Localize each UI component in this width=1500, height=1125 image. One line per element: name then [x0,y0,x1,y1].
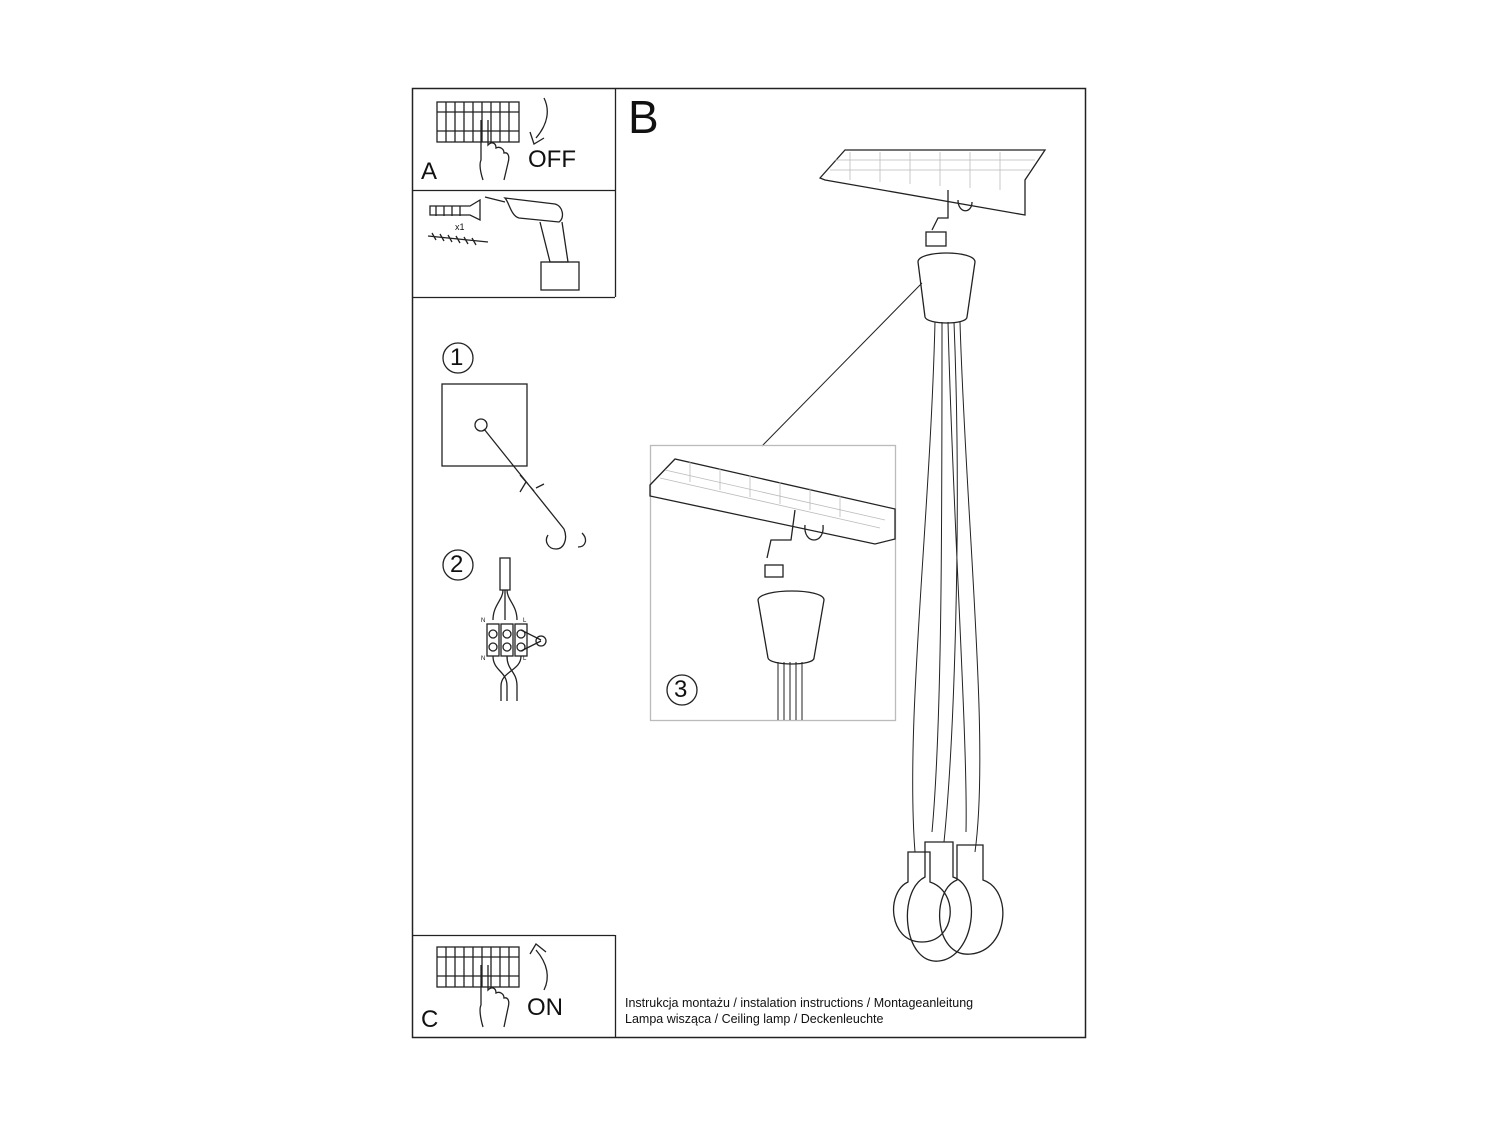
step-3-marker [666,674,698,706]
callout-line [761,282,923,447]
arrow-down-icon [529,97,548,145]
inset-cables [777,662,803,720]
wire-label: L [523,618,527,624]
drill-hole-icon [474,418,488,432]
step-2-number: 2 [450,551,464,578]
ceiling-plate-icon [818,149,1047,216]
inset-ceiling-plate-icon [649,458,896,545]
terminal-block-icon [486,557,547,701]
quantity-label: x1 [455,222,465,232]
hook-screw-icon [483,428,587,550]
wire-label: N [481,656,486,662]
hanger-clip-icon [925,231,947,247]
inset-hook-icon [766,509,824,559]
step-3-inset [649,444,897,722]
ceiling-hook-icon [931,190,973,231]
hand-icon [479,120,510,181]
cable-bundle [912,321,981,853]
wire-label: N [481,618,486,624]
inset-canopy-icon [757,590,825,665]
step-1-marker [442,342,474,374]
bulbs-icon [892,841,1004,962]
breaker-panel-icon [436,101,520,143]
wall-plug-icon [429,198,481,222]
off-label: OFF [528,146,576,173]
hand-icon [479,965,510,1028]
panel-a-letter: A [421,158,438,185]
panel-b-letter: B [628,91,659,143]
step-3-number: 3 [674,676,688,703]
breaker-panel-icon [436,946,520,988]
step-1-number: 1 [450,344,464,371]
drill-icon [484,196,580,291]
inset-clip-icon [764,564,784,578]
wire-label: L [523,656,527,662]
on-label: ON [527,994,563,1021]
panel-c-letter: C [421,1006,439,1033]
arrow-up-icon [529,943,548,991]
step-2-marker [442,549,474,581]
canopy-icon [917,252,976,324]
sheet-frame [411,87,1087,1039]
footer-line-2: Lampa wisząca / Ceiling lamp / Deckenleu… [625,1012,884,1026]
ceiling-square-icon [441,383,528,467]
screw-icon [427,232,489,246]
footer-line-1: Instrukcja montażu / instalation instruc… [625,996,974,1010]
